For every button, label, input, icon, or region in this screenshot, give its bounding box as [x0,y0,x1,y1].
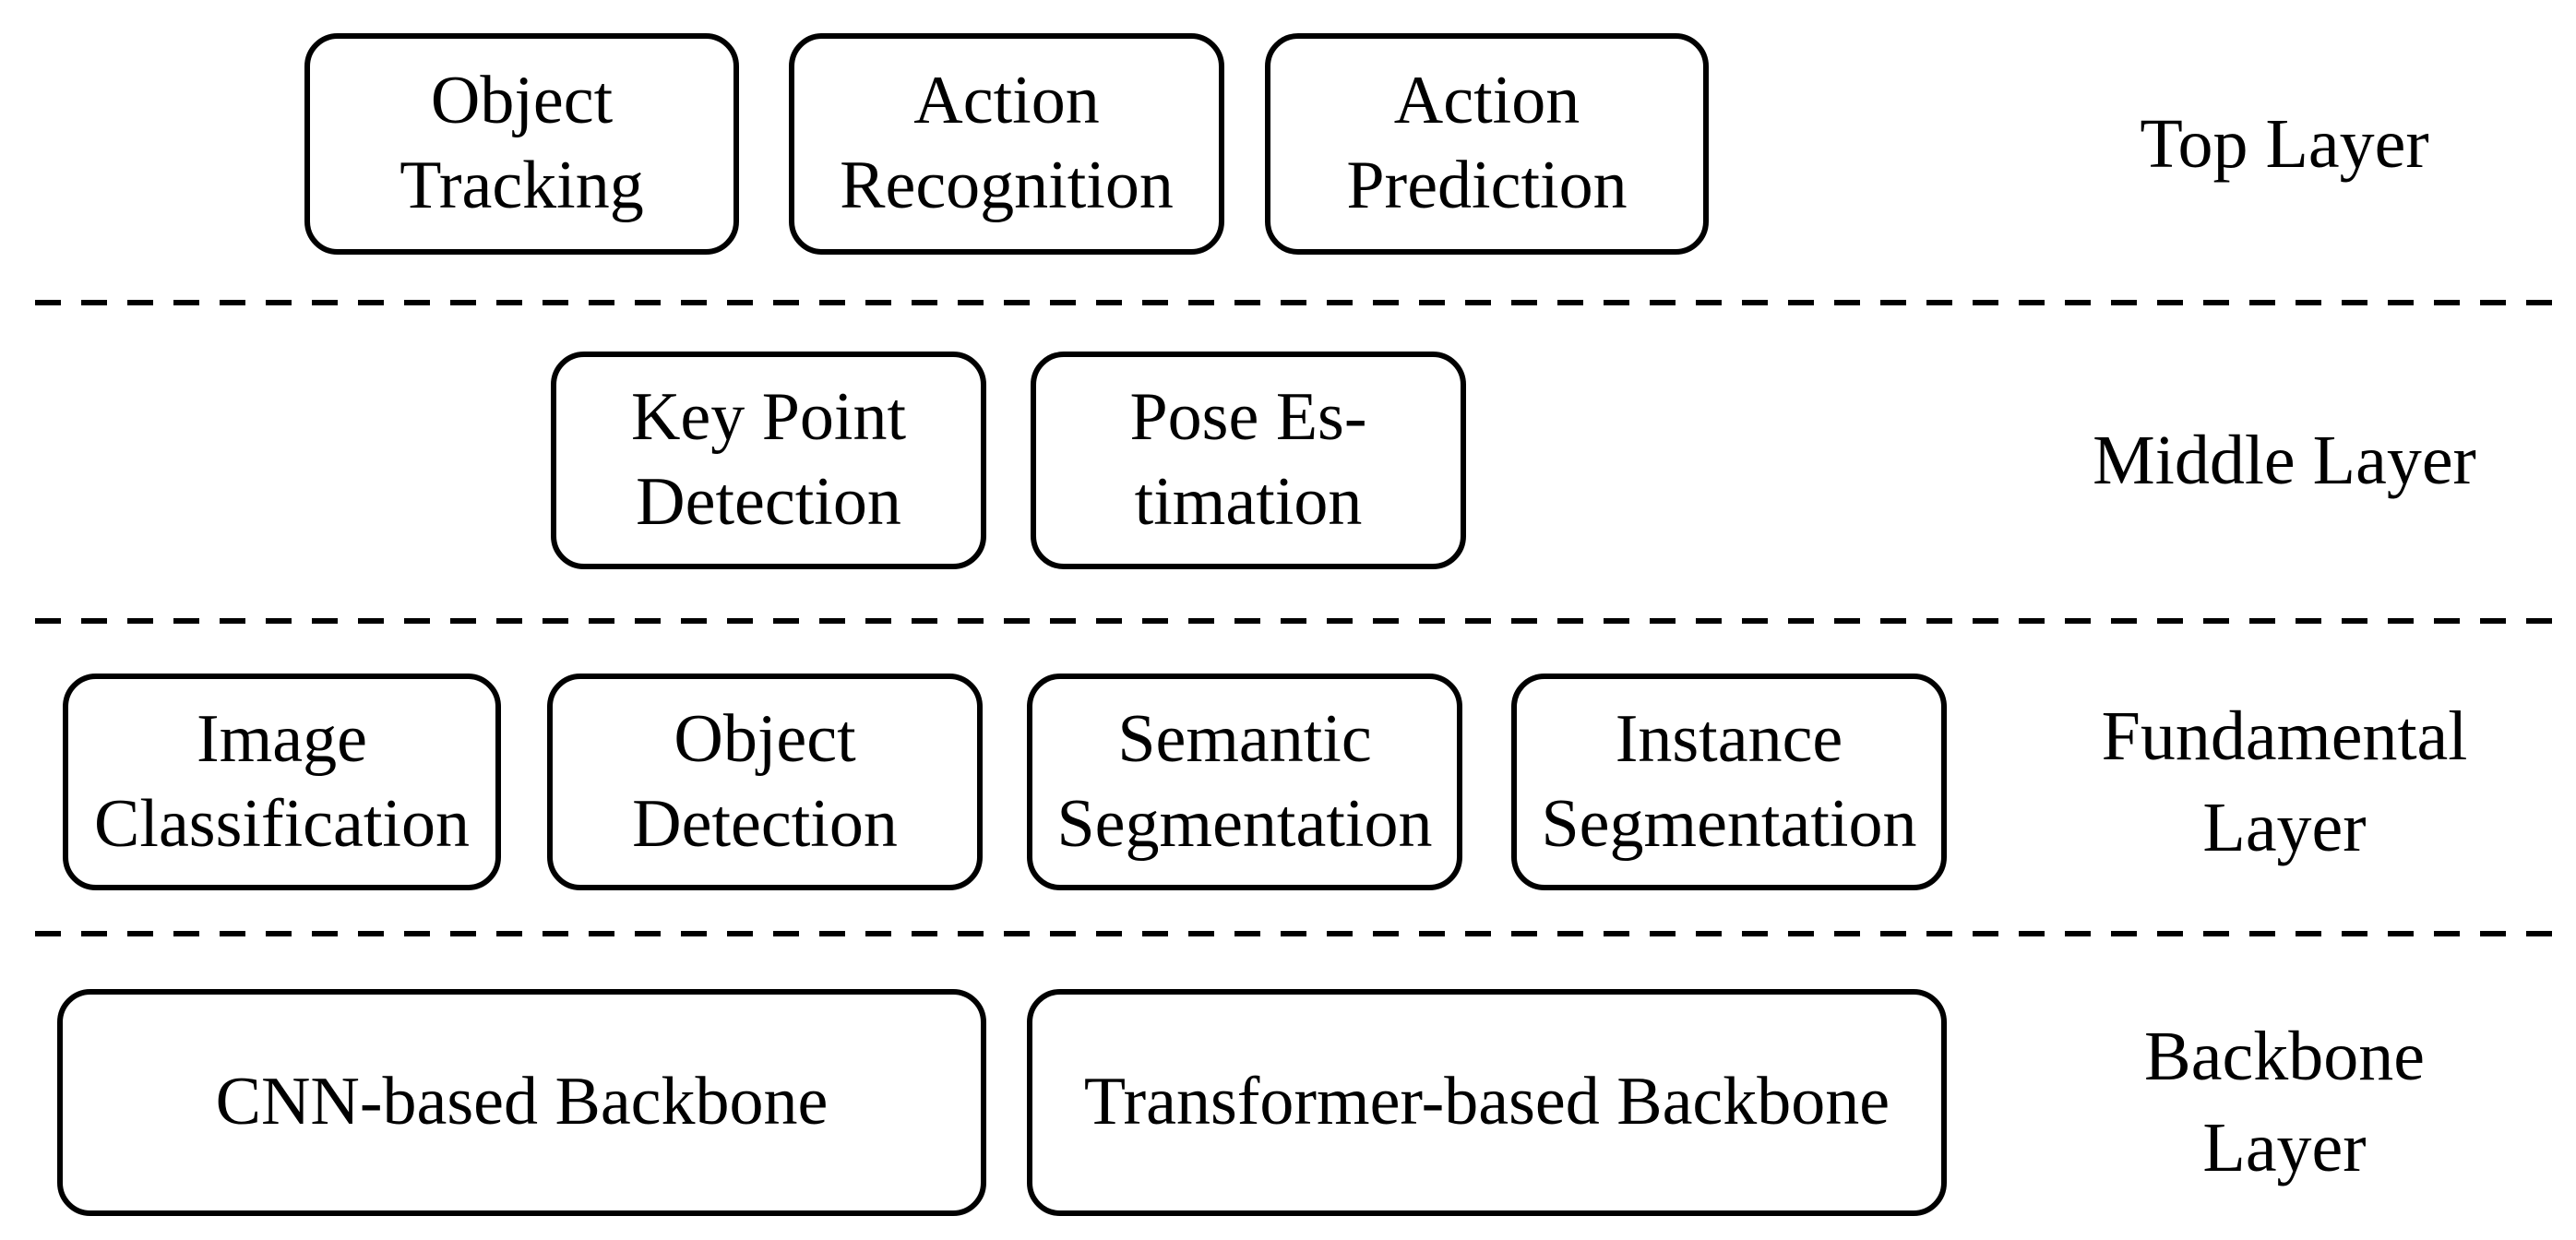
task-box-action-prediction: Action Prediction [1265,33,1709,255]
task-box-line: Pose Es- [1129,379,1367,456]
layer-label-backbone: Backbone Layer [1993,989,2576,1216]
task-box-line: Detection [636,464,901,540]
task-box-line: Image [197,700,367,777]
task-box-action-recognition: Action Recognition [789,33,1224,255]
task-box-semantic-segmentation: Semantic Segmentation [1027,674,1462,890]
task-box-line: Semantic [1117,700,1372,777]
layer-label-line: Layer [2202,1109,2367,1186]
task-box-key-point-detection: Key Point Detection [551,352,986,569]
task-box-line: Prediction [1346,148,1628,223]
task-box-line: Key Point [630,379,907,456]
task-box-line: timation [1134,464,1363,540]
task-box-line: Action [913,63,1100,139]
task-box-line: CNN-based Backbone [215,1064,829,1140]
layer-label-line: Top Layer [2140,104,2429,183]
layer-label-middle: Middle Layer [1993,352,2576,569]
layer-label-top: Top Layer [1993,33,2576,255]
task-box-line: Classification [94,785,470,862]
task-box-line: Transformer-based Backbone [1083,1064,1890,1140]
layer-separator [35,618,2569,624]
task-box-line: Object [430,63,614,139]
task-box-line: Action [1393,63,1580,139]
backbone-box-transformer: Transformer-based Backbone [1027,989,1947,1216]
task-box-object-tracking: Object Tracking [304,33,739,255]
backbone-box-cnn: CNN-based Backbone [57,989,986,1216]
task-box-line: Segmentation [1056,785,1433,862]
task-box-instance-segmentation: Instance Segmentation [1511,674,1947,890]
layer-label-line: Layer [2202,788,2367,866]
task-box-line: Detection [632,785,898,862]
task-box-image-classification: Image Classification [63,674,501,890]
layer-label-fundamental: Fundamental Layer [1993,674,2576,890]
task-box-line: Segmentation [1541,785,1917,862]
layer-separator [35,931,2569,936]
task-box-pose-estimation: Pose Es- timation [1031,352,1466,569]
task-box-line: Tracking [400,148,644,223]
task-box-line: Instance [1615,700,1843,777]
layer-label-line: Middle Layer [2093,421,2476,499]
task-box-line: Object [674,700,856,777]
layer-label-line: Fundamental [2101,697,2468,775]
layer-separator [35,300,2569,305]
task-box-object-detection: Object Detection [547,674,983,890]
layer-label-line: Backbone [2144,1018,2425,1096]
task-box-line: Recognition [840,148,1174,223]
